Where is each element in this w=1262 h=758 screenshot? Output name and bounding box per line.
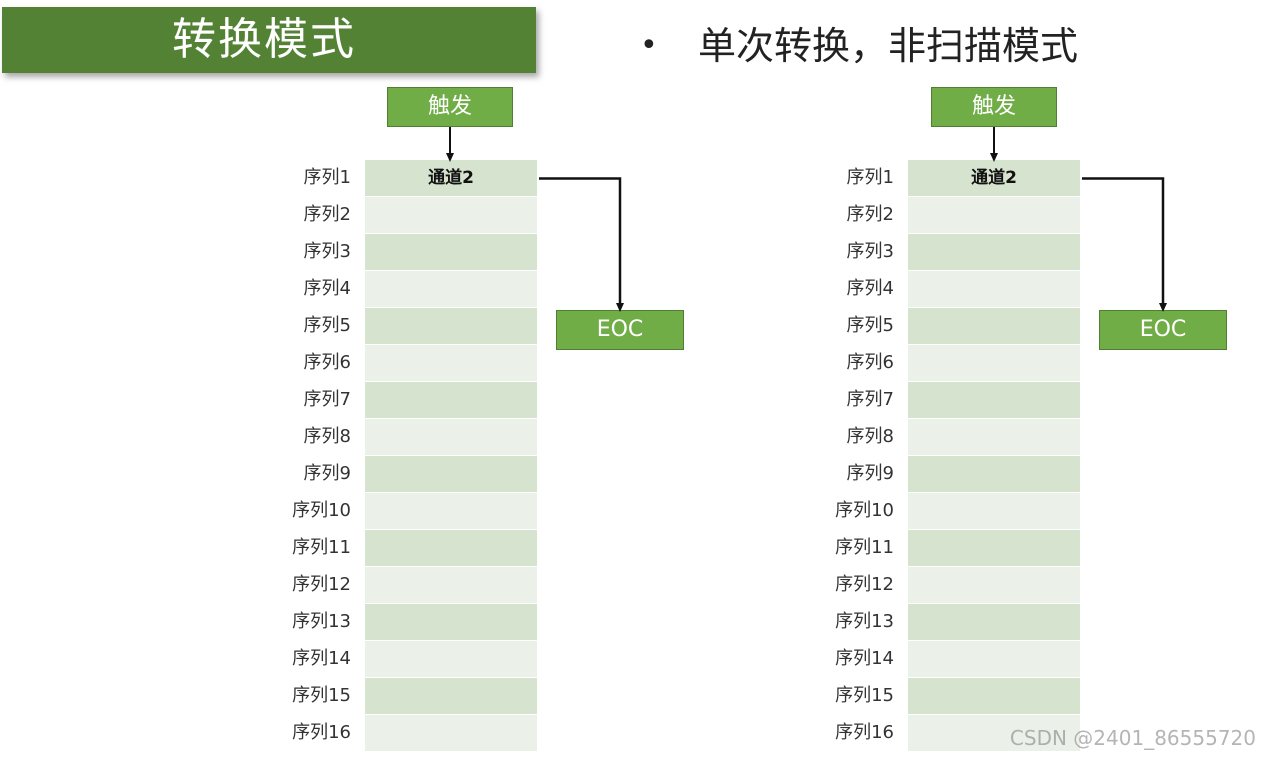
eoc-box: EOC bbox=[556, 310, 684, 350]
sequence-label: 序列9 bbox=[846, 463, 894, 484]
sequence-row: 序列10 bbox=[835, 493, 1080, 529]
sequence-row: 序列7 bbox=[304, 382, 537, 418]
sequence-label: 序列1 bbox=[303, 167, 351, 188]
sequence-row: 序列11 bbox=[835, 530, 1080, 566]
sequence-row: 序列15 bbox=[835, 678, 1080, 714]
sequence-label: 序列7 bbox=[303, 389, 351, 410]
sequence-row: 序列12 bbox=[292, 567, 537, 603]
sequence-row: 序列2 bbox=[847, 197, 1080, 233]
sequence-row: 序列12 bbox=[835, 567, 1080, 603]
sequence-row: 序列8 bbox=[847, 419, 1080, 455]
sequence-row: 序列5 bbox=[847, 308, 1080, 344]
sequence-row: 通道2 序列1 bbox=[847, 160, 1080, 196]
sequence-row: 通道2 序列1 bbox=[304, 160, 537, 196]
sequence-row: 序列8 bbox=[304, 419, 537, 455]
sequence-row: 序列9 bbox=[847, 456, 1080, 492]
sequence-row: 序列6 bbox=[304, 345, 537, 381]
sequence-label: 序列1 bbox=[846, 167, 894, 188]
sequence-row: 序列4 bbox=[847, 271, 1080, 307]
sequence-label: 序列4 bbox=[303, 278, 351, 299]
sequence-row: 序列6 bbox=[847, 345, 1080, 381]
sequence-row: 序列2 bbox=[304, 197, 537, 233]
sequence-row: 序列15 bbox=[292, 678, 537, 714]
sequence-label: 序列3 bbox=[846, 241, 894, 262]
sequence-label: 序列4 bbox=[846, 278, 894, 299]
eoc-box: EOC bbox=[1099, 310, 1227, 350]
sequence-label: 序列10 bbox=[835, 500, 894, 521]
sequence-label: 序列2 bbox=[303, 204, 351, 225]
sequence-table: 通道2 序列1 序列2 序列3 序列4 序列5 序列6 序列7 序列8 序列9 序列10 序列11 序列… bbox=[292, 160, 537, 752]
sequence-row: 序列11 bbox=[292, 530, 537, 566]
page-title: 转换模式 bbox=[172, 14, 356, 65]
sequence-label: 序列8 bbox=[846, 426, 894, 447]
subtitle: • 单次转换，非扫描模式 bbox=[640, 18, 1078, 74]
subtitle-text: 单次转换，非扫描模式 bbox=[698, 24, 1079, 68]
sequence-label: 序列11 bbox=[835, 537, 894, 558]
sequence-label: 序列14 bbox=[292, 648, 351, 669]
sequence-label: 序列9 bbox=[303, 463, 351, 484]
sequence-row: 序列9 bbox=[304, 456, 537, 492]
channel-cell: 通道2 bbox=[971, 168, 1017, 188]
sequence-row: 序列16 bbox=[835, 715, 1080, 751]
sequence-label: 序列13 bbox=[835, 611, 894, 632]
page-title-banner: 转换模式 bbox=[2, 7, 536, 73]
sequence-label: 序列2 bbox=[846, 204, 894, 225]
bullet-icon: • bbox=[640, 28, 658, 63]
channel-cell: 通道2 bbox=[428, 168, 474, 188]
sequence-row: 序列3 bbox=[304, 234, 537, 270]
sequence-row: 序列4 bbox=[304, 271, 537, 307]
watermark: CSDN @2401_86555720 bbox=[1009, 726, 1256, 750]
sequence-label: 序列10 bbox=[292, 500, 351, 521]
sequence-label: 序列16 bbox=[835, 722, 894, 743]
sequence-row: 序列3 bbox=[847, 234, 1080, 270]
sequence-row: 序列5 bbox=[304, 308, 537, 344]
sequence-label: 序列13 bbox=[292, 611, 351, 632]
sequence-label: 序列7 bbox=[846, 389, 894, 410]
sequence-label: 序列3 bbox=[303, 241, 351, 262]
trigger-box: 触发 bbox=[387, 87, 513, 127]
sequence-label: 序列8 bbox=[303, 426, 351, 447]
sequence-label: 序列6 bbox=[846, 352, 894, 373]
sequence-label: 序列14 bbox=[835, 648, 894, 669]
sequence-label: 序列12 bbox=[292, 574, 351, 595]
sequence-row: 序列14 bbox=[292, 641, 537, 677]
sequence-row: 序列14 bbox=[835, 641, 1080, 677]
sequence-row: 序列13 bbox=[292, 604, 537, 640]
sequence-label: 序列16 bbox=[292, 722, 351, 743]
sequence-label: 序列15 bbox=[292, 685, 351, 706]
sequence-row: 序列13 bbox=[835, 604, 1080, 640]
sequence-label: 序列6 bbox=[303, 352, 351, 373]
trigger-box: 触发 bbox=[931, 87, 1057, 127]
sequence-label: 序列5 bbox=[303, 315, 351, 336]
sequence-label: 序列15 bbox=[835, 685, 894, 706]
sequence-label: 序列5 bbox=[846, 315, 894, 336]
sequence-row: 序列10 bbox=[292, 493, 537, 529]
sequence-label: 序列11 bbox=[292, 537, 351, 558]
sequence-row: 序列7 bbox=[847, 382, 1080, 418]
sequence-row: 序列16 bbox=[292, 715, 537, 751]
sequence-table: 通道2 序列1 序列2 序列3 序列4 序列5 序列6 序列7 序列8 序列9 序列10 序列11 序列… bbox=[835, 160, 1080, 752]
sequence-label: 序列12 bbox=[835, 574, 894, 595]
